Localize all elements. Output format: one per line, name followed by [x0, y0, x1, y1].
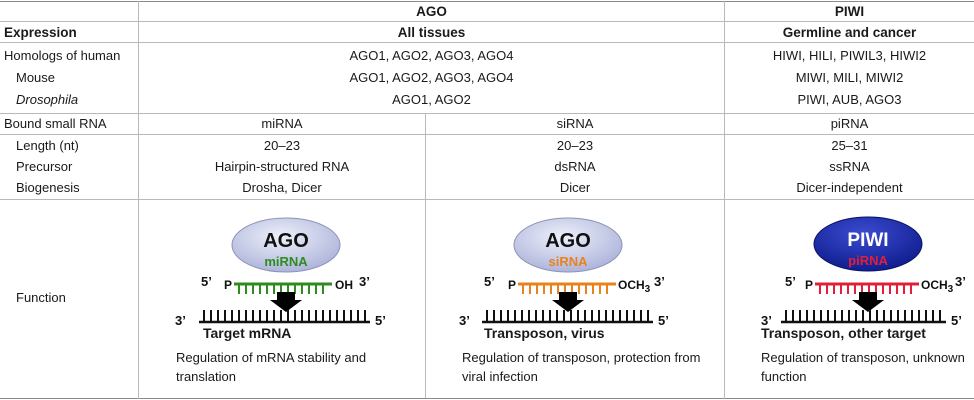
terminal-group-label: OH [335, 278, 353, 292]
row-label-bound: Bound small RNA [4, 116, 107, 131]
biogenesis-sirna: Dicer [559, 180, 591, 195]
header-ago: AGO [416, 4, 447, 19]
caption-sirna: Regulation of transposon, protection fro… [462, 350, 701, 384]
drosophila-piwi: PIWI, AUB, AGO3 [797, 92, 902, 107]
protein-label: PIWI [847, 230, 888, 251]
rule-bound [0, 134, 974, 135]
col-rule-2 [425, 113, 426, 398]
precursor-pirna: ssRNA [829, 159, 870, 174]
col-rule-1 [138, 1, 139, 399]
length-pirna: 25–31 [831, 138, 868, 153]
col-rule-3 [724, 1, 725, 399]
bound-sirna: siRNA [556, 116, 594, 131]
rule-header-1 [0, 21, 974, 22]
five-prime-label: 5’ [201, 274, 212, 289]
rule-header-2 [0, 42, 974, 43]
row-label-precursor: Precursor [16, 159, 73, 174]
length-sirna: 20–23 [556, 138, 594, 153]
protein-label: AGO [545, 230, 591, 252]
rule-top [0, 1, 974, 2]
function-panel-sirna: AGO siRNA 5’ P OCH3 3’ [426, 200, 724, 398]
target-three-prime-label: 3’ [175, 313, 186, 328]
length-mirna: 20–23 [263, 138, 301, 153]
caption-pirna: Regulation of transposon, unknown functi… [761, 350, 965, 384]
terminal-group-label: OCH3 [921, 278, 954, 295]
drosophila-ago: AGO1, AGO2 [392, 92, 471, 107]
pirna-diagram: PIWI piRNA 5’ P OCH3 3’ [761, 216, 966, 328]
five-prime-label: 5’ [785, 274, 796, 289]
target-three-prime-label: 3’ [459, 313, 470, 328]
target-five-prime-label: 5’ [375, 313, 386, 328]
precursor-sirna: dsRNA [554, 159, 596, 174]
target-five-prime-label: 5’ [658, 313, 669, 328]
ago-protein-shape [513, 217, 623, 273]
piwi-protein-shape [813, 216, 923, 272]
arrow-down-icon [552, 292, 584, 312]
row-label-homologs: Homologs of human [4, 48, 121, 63]
rule-bottom [0, 398, 974, 399]
biogenesis-mirna: Drosha, Dicer [242, 180, 322, 195]
arrow-down-icon [270, 292, 302, 312]
mouse-piwi: MIWI, MILI, MIWI2 [795, 70, 904, 85]
mirna-diagram: AGO miRNA 5’ P OH 3’ [175, 217, 386, 328]
rna-label: siRNA [548, 254, 588, 269]
row-label-drosophila: Drosophila [16, 92, 79, 107]
biogenesis-pirna: Dicer-independent [796, 180, 903, 195]
sirna-diagram: AGO siRNA 5’ P OCH3 3’ [459, 217, 669, 328]
ago-protein-shape [231, 217, 341, 273]
five-prime-label: 5’ [484, 274, 495, 289]
bound-pirna: piRNA [830, 116, 869, 131]
header-expression: Expression [4, 25, 77, 40]
mouse-ago: AGO1, AGO2, AGO3, AGO4 [349, 70, 514, 85]
three-prime-label: 3’ [654, 274, 665, 289]
three-prime-label: 3’ [955, 274, 966, 289]
row-label-mouse: Mouse [16, 70, 56, 85]
phosphate-label: P [805, 278, 813, 292]
homologs-ago: AGO1, AGO2, AGO3, AGO4 [349, 48, 514, 63]
three-prime-label: 3’ [359, 274, 370, 289]
function-panel-pirna: PIWI piRNA 5’ P OCH3 3’ [725, 200, 974, 398]
row-label-function: Function [16, 290, 66, 305]
protein-label: AGO [263, 230, 309, 252]
target-label: Target mRNA [203, 325, 292, 341]
caption-mirna: Regulation of mRNA stability and transla… [176, 350, 367, 384]
target-three-prime-label: 3’ [761, 313, 772, 328]
header-ago-tissues: All tissues [397, 25, 466, 40]
target-label: Transposon, virus [484, 325, 605, 341]
row-label-length: Length (nt) [16, 138, 79, 153]
rule-biogenesis [0, 199, 974, 200]
target-teeth [203, 310, 366, 321]
header-piwi-tissues: Germline and cancer [782, 25, 917, 40]
header-piwi: PIWI [834, 4, 865, 19]
phosphate-label: P [224, 278, 232, 292]
homologs-piwi: HIWI, HILI, PIWIL3, HIWI2 [772, 48, 927, 63]
rule-homologs [0, 113, 974, 114]
rna-label: miRNA [264, 254, 308, 269]
bound-mirna: miRNA [261, 116, 303, 131]
phosphate-label: P [508, 278, 516, 292]
row-label-biogenesis: Biogenesis [16, 180, 80, 195]
target-teeth [785, 310, 941, 321]
target-teeth [486, 310, 649, 321]
terminal-group-label: OCH3 [618, 278, 651, 295]
arrow-down-icon [852, 292, 884, 312]
target-five-prime-label: 5’ [951, 313, 962, 328]
function-panel-mirna: AGO miRNA 5’ P OH 3’ [139, 200, 425, 398]
mirna-teeth [238, 284, 324, 294]
rna-label: piRNA [848, 253, 888, 268]
sirna-teeth [522, 284, 608, 294]
precursor-mirna: Hairpin-structured RNA [214, 159, 350, 174]
target-label: Transposon, other target [761, 325, 926, 341]
